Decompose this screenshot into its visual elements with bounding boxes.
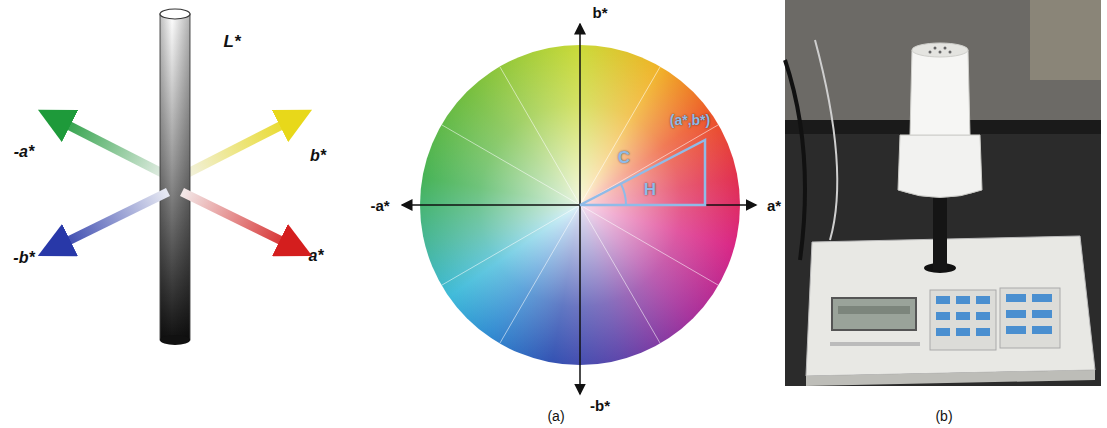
axis-label: -a* bbox=[14, 143, 34, 161]
axis-label: -b* bbox=[590, 398, 610, 415]
axis-label: -b* bbox=[13, 249, 34, 267]
hue-label: H bbox=[644, 181, 656, 200]
panel-caption: (a) bbox=[547, 409, 564, 424]
axis-label: -a* bbox=[370, 198, 389, 215]
axis-label: a* bbox=[308, 247, 323, 265]
axis-label: a* bbox=[767, 198, 781, 215]
axis-label: L* bbox=[224, 33, 241, 52]
panel-caption: (b) bbox=[935, 409, 952, 424]
point-label: (a*,b*) bbox=[670, 113, 710, 128]
chroma-label: C bbox=[618, 149, 630, 168]
axis-label: b* bbox=[310, 147, 326, 165]
axis-label: b* bbox=[593, 5, 608, 22]
